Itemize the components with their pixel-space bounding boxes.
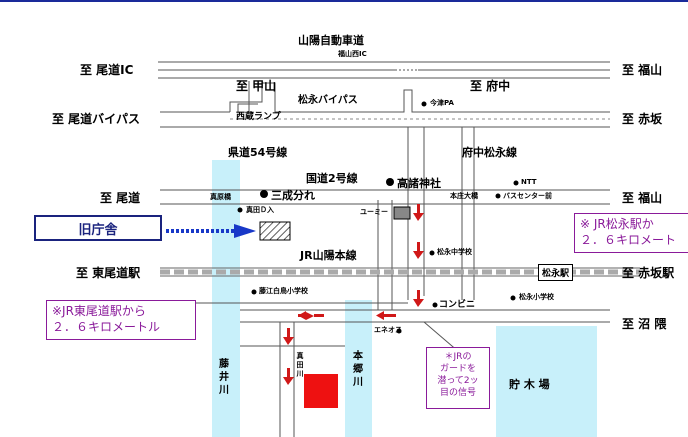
river-hondo	[345, 300, 372, 437]
honko-ohashi-label: 本庄大橋	[450, 192, 478, 200]
mahara-river-label: 真 田 川	[296, 352, 304, 378]
lower-roads	[160, 302, 610, 371]
to-onomichi-bypass-label: 至 尾道バイパス	[52, 112, 140, 126]
matsunaga-station-label: 松永駅	[538, 264, 574, 281]
expressway	[158, 61, 610, 79]
matsunaga-jhs-label: 松永中学校	[437, 248, 472, 256]
kichiku-pond-label: 貯 木 場	[509, 378, 550, 391]
matsunaga-note: ※ JR松永駅か ２．６キロメート	[574, 213, 688, 253]
river-pond	[496, 326, 597, 437]
matsunaga-note-line2: ２．６キロメート	[580, 233, 677, 247]
bypass-roads	[160, 82, 610, 128]
national-2-label: 国道2号線	[306, 172, 358, 185]
eneos-label: エネオス	[374, 326, 402, 334]
sannari-wake-label: 三成分れ	[271, 189, 315, 202]
prefectural-54-label: 県道54号線	[228, 146, 288, 159]
ntt-label: NTT	[521, 178, 537, 186]
matsunaga-es-label: 松永小学校	[519, 293, 554, 301]
to-fuchu-label: 至 府中	[470, 79, 511, 93]
guard-note-line1: ＊JRの	[444, 352, 472, 362]
fukuyama-nishi-ic-label: 福山西IC	[338, 50, 367, 58]
yuumii-building	[393, 206, 411, 220]
convenience-label: コンビニ	[439, 300, 476, 310]
to-akasaka-label: 至 赤坂	[622, 112, 663, 126]
to-onomichi-ic-label: 至 尾道IC	[80, 63, 134, 77]
hondo-river-label: 本 郷 川	[353, 351, 363, 388]
old-office-label: 旧庁舎	[34, 215, 162, 241]
landmark-dot-icon	[237, 101, 519, 334]
target-location	[304, 374, 338, 408]
matsunaga-note-line1: ※ JR松永駅か	[580, 217, 654, 231]
fujii-river-label: 藤 井 川	[219, 359, 229, 396]
guard-note-line3: 潜って2ッ	[437, 376, 479, 386]
yuumii-label: ユーミー	[360, 208, 388, 216]
to-fukuyama-ic-label: 至 福山	[622, 63, 663, 77]
higashi-onomichi-note-line2: ２．６キロメートル	[52, 320, 161, 334]
red-arrow-icon	[283, 204, 424, 385]
higashi-mahara-label: 真田Ｄ入	[246, 206, 274, 214]
to-koyama-label: 至 甲山	[236, 79, 277, 93]
mahara-bridge-label: 真原橋	[210, 193, 231, 201]
to-higashi-onomichi-label: 至 東尾道駅	[76, 266, 141, 280]
to-numakuma-label: 至 沼 隈	[622, 317, 667, 331]
higashi-onomichi-note-line1: ※JR東尾道駅から	[52, 304, 146, 318]
to-akasaka-station-label: 至 赤坂駅	[622, 266, 675, 280]
guard-note: ＊JRの ガードを 潜って2ッ 目の信号	[426, 347, 490, 409]
guard-note-line4: 目の信号	[439, 388, 476, 398]
higashi-onomichi-note: ※JR東尾道駅から ２．６キロメートル	[46, 300, 196, 340]
bypass-label: 松永バイパス	[298, 95, 358, 106]
takasu-shrine-label: 高諸神社	[397, 177, 441, 190]
fuchu-matsunaga-label: 府中松永線	[462, 146, 517, 159]
national-route-2	[160, 189, 610, 205]
nishikura-ramp-label: 西蔵ランプ	[236, 112, 281, 122]
imazu-pa-label: 今津PA	[430, 99, 454, 107]
hatched-building-icon	[259, 221, 291, 241]
to-fukuyama-label: 至 福山	[622, 191, 663, 205]
expressway-label: 山陽自動車道	[298, 34, 364, 47]
blue-arrow-icon	[166, 224, 256, 238]
top-border	[0, 0, 688, 2]
es-left-label: 藤江白鳥小学校	[259, 287, 308, 295]
guard-note-line2: ガードを	[439, 364, 476, 374]
jr-sanyo-line-label: JR山陽本線	[300, 249, 357, 262]
bus-center-label: バスセンター前	[503, 192, 552, 200]
to-onomichi-label: 至 尾道	[100, 191, 141, 205]
